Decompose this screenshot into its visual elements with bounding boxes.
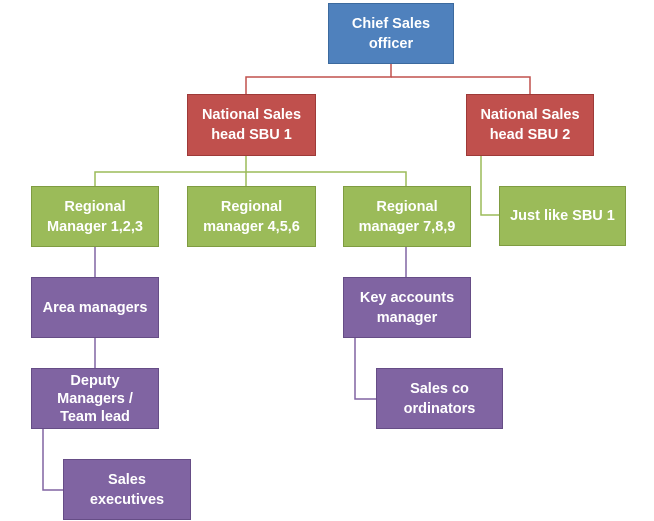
connector-national-to-regional [94,156,407,186]
node-key-accounts-manager: Key accounts manager [343,277,471,338]
connector-deputy-to-executives [42,429,64,491]
node-area-managers: Area managers [31,277,159,338]
connector-regional-to-purple [94,247,407,277]
node-chief-sales-officer: Chief Sales officer [328,3,454,64]
node-deputy-managers-team-lead: Deputy Managers / Team lead [31,368,159,429]
node-regional-manager-456: Regional manager 4,5,6 [187,186,316,247]
node-regional-manager-789: Regional manager 7,8,9 [343,186,471,247]
node-just-like-sbu1: Just like SBU 1 [499,186,626,246]
node-national-sales-head-sbu1: National Sales head SBU 1 [187,94,316,156]
node-regional-manager-123: Regional Manager 1,2,3 [31,186,159,247]
connector-key-accounts-to-coordinators [354,338,376,400]
connector-chief-to-national [245,64,531,94]
node-sales-coordinators: Sales co ordinators [376,368,503,429]
connector-sbu2-to-just-like [480,156,500,216]
node-national-sales-head-sbu2: National Sales head SBU 2 [466,94,594,156]
node-sales-executives: Sales executives [63,459,191,520]
